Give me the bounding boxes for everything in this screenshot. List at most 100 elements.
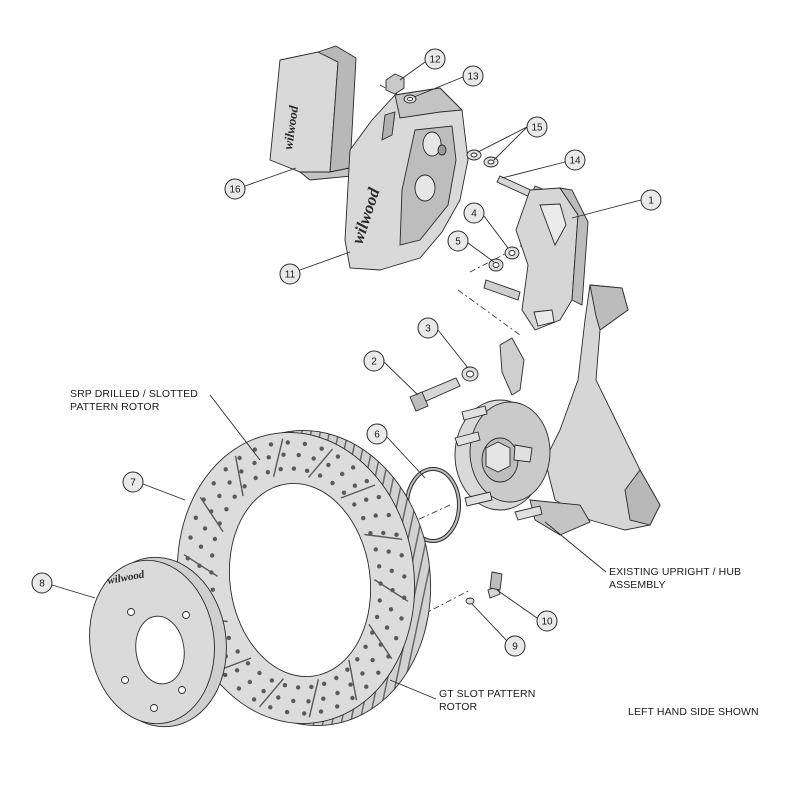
drill-hole [335,704,340,709]
callout-3: 3 [417,317,439,339]
drill-hole [330,480,335,486]
callout-7: 7 [122,471,144,493]
drill-hole [334,675,339,681]
drill-hole [268,442,274,447]
svg-text:12: 12 [429,55,441,66]
drill-hole [341,490,347,495]
drill-hole [376,670,381,675]
drill-hole [236,686,242,691]
rotor-slot [234,455,244,497]
drill-hole [350,695,355,701]
callout-14: 14 [564,149,586,171]
upright-label-line1: EXISTING UPRIGHT / HUB [609,566,741,578]
callout-8: 8 [31,572,53,594]
drill-hole [376,494,381,500]
drill-hole [304,468,310,473]
drill-hole [284,709,290,715]
drill-hole [373,547,378,552]
callout-13: 13 [462,65,484,87]
svg-text:16: 16 [229,185,241,196]
drill-hole [217,493,222,499]
drill-hole [389,568,394,573]
callout-10: 10 [536,610,558,632]
svg-text:5: 5 [455,237,461,248]
drill-hole [321,681,327,686]
drill-hole [198,544,204,549]
svg-text:2: 2 [371,357,377,368]
drill-hole [363,644,368,649]
drill-hole [237,455,242,461]
svg-text:14: 14 [569,156,581,167]
bracket-bolt [409,377,461,412]
callout-1: 1 [640,189,662,211]
drill-hole [361,515,366,521]
mounting-bracket [483,187,589,331]
drill-hole [285,440,290,445]
hat-bolt [487,571,503,599]
drill-hole [381,530,386,536]
drill-hole [234,668,240,673]
drill-hole [350,465,356,470]
drill-hole [235,649,240,654]
svg-text:8: 8 [39,579,45,590]
drill-hole [291,466,297,471]
drill-hole [257,670,262,676]
mounting-washers [466,149,499,168]
drill-hole [394,532,399,537]
drill-hole [319,446,324,451]
drill-hole [193,515,198,520]
rotor-slot [308,679,320,718]
svg-text:7: 7 [130,478,136,489]
brake-pads: wilwood [269,45,357,181]
callouts: 1 2 3 4 5 6 7 8 9 10 11 12 13 14 15 16 [31,48,662,657]
rotor-slot [348,659,358,701]
drill-hole [352,502,357,507]
callout-9: 9 [504,635,526,657]
drill-hole [253,475,258,481]
drill-hole [352,483,358,488]
drill-hole [269,678,275,683]
drill-hole [212,536,218,542]
drill-hole [245,661,251,666]
rotor-slot [199,496,224,533]
gt-rotor-label-line2: ROTOR [439,701,478,713]
drill-hole [311,456,316,461]
rotor-slot [340,484,376,499]
callout-4: 4 [463,202,485,224]
svg-text:3: 3 [425,324,431,335]
drill-hole [321,696,326,701]
gt-rotor-label-line1: GT SLOT PATTERN [439,688,535,700]
drill-hole [252,447,257,452]
drill-hole [265,470,271,475]
hat-washer [465,597,475,605]
drill-hole [394,636,399,641]
svg-text:9: 9 [512,642,518,653]
drill-hole [242,484,247,489]
drill-hole [239,469,244,474]
drill-hole [388,607,394,612]
drill-hole [399,553,404,558]
callout-12: 12 [424,48,446,70]
callout-5: 5 [447,230,469,252]
drill-hole [306,699,311,704]
drill-hole [340,471,345,477]
upright-hub-assembly [454,284,661,536]
svg-text:10: 10 [541,617,553,628]
svg-text:1: 1 [648,196,654,207]
drill-hole [295,685,301,690]
drill-hole [276,695,281,700]
drill-hole [317,473,323,478]
drill-hole [226,635,231,641]
callout-16: 16 [224,178,246,200]
drill-hole [251,697,257,702]
callout-15: 15 [526,116,548,138]
drill-hole [266,455,271,460]
rotor-slot [307,448,334,478]
drill-hole [302,441,308,447]
drill-hole [377,598,382,603]
drill-hole [224,507,229,512]
drill-hole [247,679,252,685]
drill-hole [360,671,365,676]
drill-hole [211,481,216,486]
